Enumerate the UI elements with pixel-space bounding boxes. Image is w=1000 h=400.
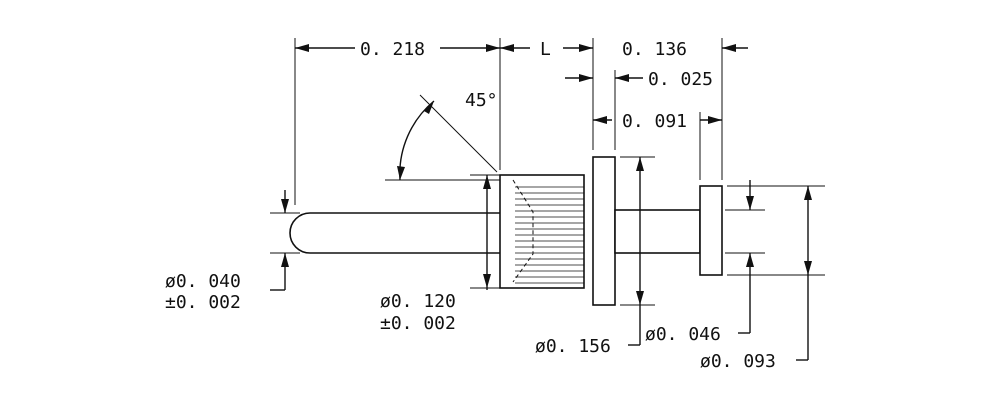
pin [289, 212, 500, 254]
dim-overall-pin: 0. 218 [360, 39, 425, 60]
dim-pin-dia: ø0. 040 [165, 271, 241, 292]
dimension-labels: 0. 218 L 0. 136 0. 025 0. 091 45° ø0. 04… [165, 39, 776, 372]
dim-flange-dia: ø0. 156 [535, 336, 611, 357]
chamfer-line [512, 179, 534, 283]
dim-pin-tol: ±0. 002 [165, 292, 241, 313]
dimension-lines [270, 44, 812, 361]
dim-flange-thickness: 0. 025 [648, 69, 713, 90]
dim-knurl-dia: ø0. 120 [380, 291, 456, 312]
part-outline [289, 156, 723, 306]
dim-angle: 45° [465, 90, 498, 111]
knurl-pattern [515, 186, 584, 284]
knurled-body [499, 174, 585, 289]
dim-end-dia: ø0. 093 [700, 351, 776, 372]
dim-head-to-end: 0. 136 [622, 39, 687, 60]
dim-neck-dia: ø0. 046 [645, 324, 721, 345]
end-collar [699, 185, 723, 276]
dim-knurl-length: L [540, 39, 551, 60]
neck [614, 209, 701, 254]
dim-gap: 0. 091 [622, 111, 687, 132]
dim-knurl-tol: ±0. 002 [380, 313, 456, 334]
flange [592, 156, 616, 306]
